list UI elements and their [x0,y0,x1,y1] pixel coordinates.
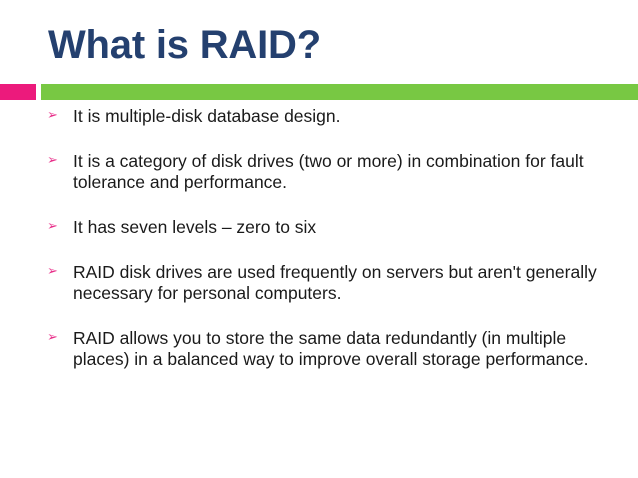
list-item-text: RAID allows you to store the same data r… [73,328,589,369]
list-item: ➢ RAID disk drives are used frequently o… [46,262,626,304]
arrow-bullet-icon: ➢ [47,108,58,123]
list-item-text: It is multiple-disk database design. [73,106,341,126]
bullet-list: ➢ It is multiple-disk database design. ➢… [46,106,626,370]
list-item: ➢ It has seven levels – zero to six [46,217,626,238]
title-accent-rule [0,84,638,100]
arrow-bullet-icon: ➢ [47,219,58,234]
list-item: ➢ It is a category of disk drives (two o… [46,151,626,193]
list-item: ➢ It is multiple-disk database design. [46,106,626,127]
arrow-bullet-icon: ➢ [47,330,58,345]
list-item-text: It is a category of disk drives (two or … [73,151,613,192]
arrow-bullet-icon: ➢ [47,153,58,168]
list-item-text: RAID disk drives are used frequently on … [73,262,602,303]
list-item-text: It has seven levels – zero to six [73,217,317,237]
accent-block-pink [0,84,36,100]
page-title: What is RAID? [48,23,321,67]
arrow-bullet-icon: ➢ [47,264,58,279]
list-item: ➢ RAID allows you to store the same data… [46,328,626,370]
accent-bar-green [41,84,638,100]
